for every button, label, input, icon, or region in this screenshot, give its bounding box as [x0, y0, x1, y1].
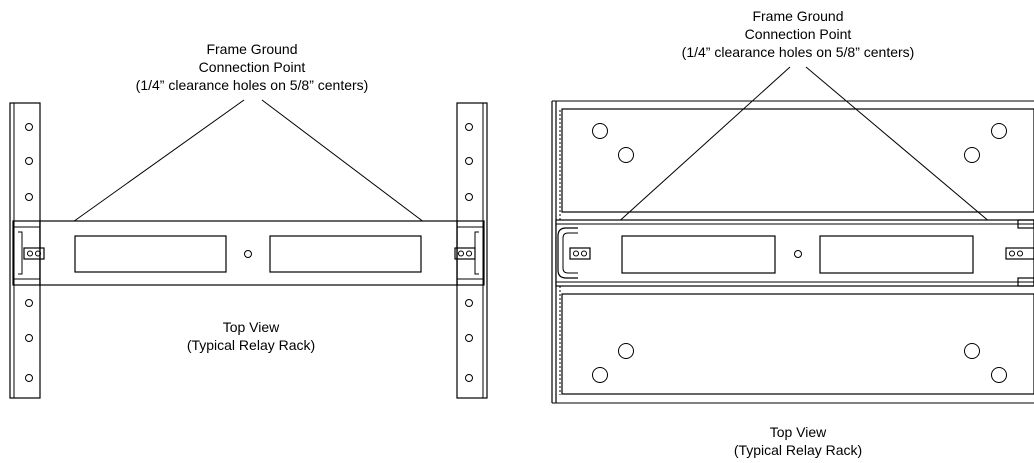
right-view: Frame Ground Connection Point (1/4” clea… — [551, 8, 1034, 458]
right-caption-line2: (Typical Relay Rack) — [734, 442, 862, 458]
right-callout-line3: (1/4” clearance holes on 5/8” centers) — [682, 44, 915, 60]
right-equipment-panel — [555, 219, 1034, 287]
left-leader-arrow-left — [41, 99, 245, 245]
left-ground-terminal-right — [454, 247, 476, 260]
right-callout-line2: Connection Point — [745, 26, 852, 42]
right-ground-terminal-right — [1005, 247, 1034, 260]
right-caption-line1: Top View — [770, 424, 827, 440]
left-callout-line3: (1/4” clearance holes on 5/8” centers) — [136, 77, 369, 93]
right-ground-terminal-left — [569, 247, 591, 260]
left-rack-rail-left — [9, 102, 41, 399]
right-leader-arrow-right — [805, 66, 1017, 245]
right-callout-line1: Frame Ground — [752, 8, 843, 24]
left-caption-line1: Top View — [223, 319, 280, 335]
left-callout-line2: Connection Point — [199, 59, 306, 75]
left-rack-rail-right — [456, 102, 488, 399]
left-equipment-panel — [12, 220, 485, 286]
left-view: Frame Ground Connection Point (1/4” clea… — [9, 41, 488, 399]
left-leader-arrow-right — [261, 99, 454, 245]
left-callout-line1: Frame Ground — [206, 41, 297, 57]
left-caption-line2: (Typical Relay Rack) — [187, 337, 315, 353]
left-ground-terminal-left — [23, 247, 45, 260]
right-leader-arrow-left — [593, 66, 791, 245]
